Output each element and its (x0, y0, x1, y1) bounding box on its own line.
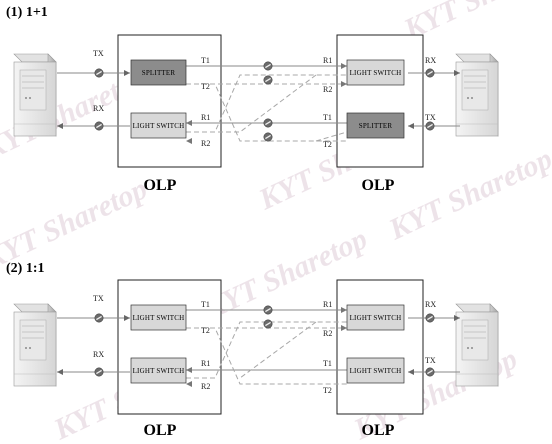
connector-icon (94, 367, 104, 377)
left-bottom-block (130, 357, 187, 384)
connector-icon (425, 121, 435, 131)
block-label: LIGHT SWITCH (350, 367, 402, 375)
panel-title: (1) 1+1 (6, 5, 48, 20)
port-label: R1 (323, 56, 332, 65)
block-label: SPLITTER (142, 69, 176, 77)
panel-title: (2) 1:1 (6, 261, 45, 276)
olp-label: OLP (144, 177, 177, 194)
port-label: TX (425, 356, 436, 365)
port-label: T1 (201, 56, 210, 65)
left-top-block (130, 304, 187, 331)
olp-label: OLP (144, 422, 177, 439)
port-label: RX (93, 350, 104, 359)
left-olp-box (117, 279, 222, 415)
block-label: SPLITTER (359, 122, 393, 130)
port-label: RX (425, 300, 436, 309)
port-label: R2 (201, 382, 210, 391)
port-label: R2 (323, 329, 332, 338)
right-top-block (346, 304, 405, 331)
connector-icon (263, 61, 273, 71)
left-bottom-block (130, 112, 187, 139)
block-label: LIGHT SWITCH (133, 367, 185, 375)
left-top-block (130, 59, 187, 86)
port-label: R1 (201, 359, 210, 368)
port-label: TX (93, 49, 104, 58)
panel-1-plus-1: (1) 1+1 (6, 5, 499, 194)
port-label: RX (93, 104, 104, 113)
port-label: T2 (201, 326, 210, 335)
port-label: T2 (323, 386, 332, 395)
port-label: R1 (323, 300, 332, 309)
olp-label: OLP (362, 177, 395, 194)
connector-icon (94, 121, 104, 131)
connector-icon (263, 75, 273, 85)
port-label: T2 (323, 140, 332, 149)
port-label: RX (425, 56, 436, 65)
connector-icon (425, 367, 435, 377)
connector-icon (263, 305, 273, 315)
port-label: TX (425, 113, 436, 122)
block-label: LIGHT SWITCH (350, 69, 402, 77)
block-label: LIGHT SWITCH (133, 314, 185, 322)
port-label: R2 (201, 139, 210, 148)
connector-icon (94, 68, 104, 78)
left-server-icon (13, 53, 57, 137)
connector-icon (263, 319, 273, 329)
right-olp-box (336, 34, 424, 168)
port-label: R1 (201, 113, 210, 122)
panel-1-to-1: (2) 1:1 (6, 261, 499, 439)
right-server-icon (455, 53, 499, 137)
connector-icon (94, 313, 104, 323)
port-label: TX (93, 294, 104, 303)
left-server-icon (13, 303, 57, 387)
connector-icon (425, 68, 435, 78)
right-bottom-block (346, 357, 405, 384)
connector-icon (263, 118, 273, 128)
port-label: T2 (201, 82, 210, 91)
right-server-icon (455, 303, 499, 387)
protection-fibers (186, 321, 347, 385)
port-label: T1 (323, 359, 332, 368)
right-bottom-block (346, 112, 405, 139)
block-label: LIGHT SWITCH (133, 122, 185, 130)
port-label: T1 (323, 113, 332, 122)
connector-icon (263, 132, 273, 142)
port-label: T1 (201, 300, 210, 309)
left-olp-box (117, 34, 222, 168)
right-olp-box (336, 279, 424, 415)
olp-label: OLP (362, 422, 395, 439)
block-label: LIGHT SWITCH (350, 314, 402, 322)
port-label: R2 (323, 85, 332, 94)
right-top-block (346, 59, 405, 86)
protection-fibers (186, 74, 348, 142)
connector-icon (425, 313, 435, 323)
